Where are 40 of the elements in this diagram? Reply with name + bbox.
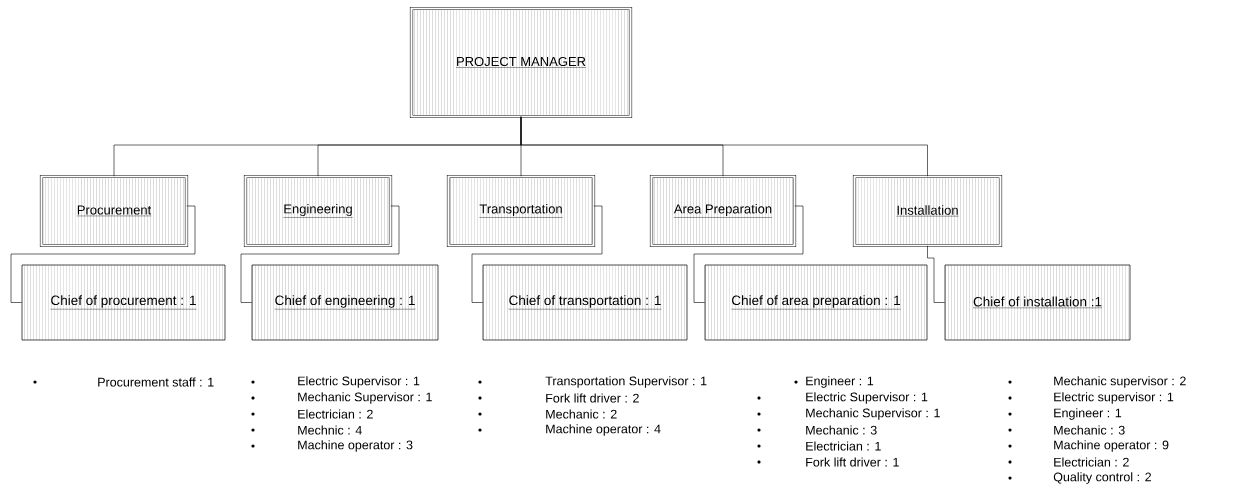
connector-line	[10, 205, 196, 303]
list-item: Procurement staff : 1	[98, 377, 214, 387]
org-box: Chief of transportation : 1	[482, 264, 688, 341]
list-item: Electrician : 1	[806, 441, 881, 451]
list-item: Engineer : 1	[806, 376, 874, 388]
org-box: Area Preparation	[649, 174, 797, 248]
list-item: Mechanic : 3	[806, 425, 877, 435]
connector-line	[471, 205, 603, 303]
list-item: Quality control : 2	[1053, 472, 1151, 484]
list-item: Mechanic : 3	[1054, 425, 1125, 435]
org-box: Procurement	[39, 174, 189, 248]
org-box: Engineering	[243, 174, 393, 248]
list-item: Mechnic : 4	[298, 425, 362, 435]
connector-line	[927, 245, 945, 303]
list-item: Machine operator : 3	[298, 440, 413, 452]
connector-line	[240, 205, 400, 303]
list-item: Electric Supervisor : 1	[298, 376, 420, 388]
connector-line	[520, 116, 928, 177]
org-box: Chief of engineering : 1	[251, 264, 439, 341]
list-item: Mechanic Supervisor : 1	[298, 392, 432, 404]
list-item: Mechanic : 2	[546, 409, 617, 419]
connector-line	[693, 205, 804, 303]
list-item: Machine operator : 4	[546, 424, 661, 436]
list-item: Transportation Supervisor : 1	[545, 376, 707, 388]
list-item: Machine operator : 9	[1054, 440, 1169, 452]
org-box: Installation	[852, 174, 1003, 248]
list-item: Fork lift driver : 2	[546, 393, 639, 403]
org-box: Chief of area preparation : 1	[704, 264, 928, 341]
list-item: Electric Supervisor : 1	[806, 392, 928, 404]
org-box: PROJECT MANAGER	[409, 6, 633, 119]
org-box: Chief of installation :1	[944, 264, 1131, 341]
list-item: Electrician : 2	[1054, 457, 1129, 467]
list-item: Electric supervisor : 1	[1054, 392, 1174, 404]
list-item: Engineer : 1	[1054, 408, 1122, 420]
list-item: Mechanic Supervisor : 1	[806, 408, 940, 420]
org-box: Chief of procurement : 1	[21, 264, 226, 341]
list-item: Mechanic supervisor : 2	[1054, 376, 1186, 388]
list-item: Electrician : 2	[298, 409, 373, 419]
org-box: Transportation	[446, 174, 596, 248]
list-item: Fork lift driver : 1	[806, 457, 899, 467]
